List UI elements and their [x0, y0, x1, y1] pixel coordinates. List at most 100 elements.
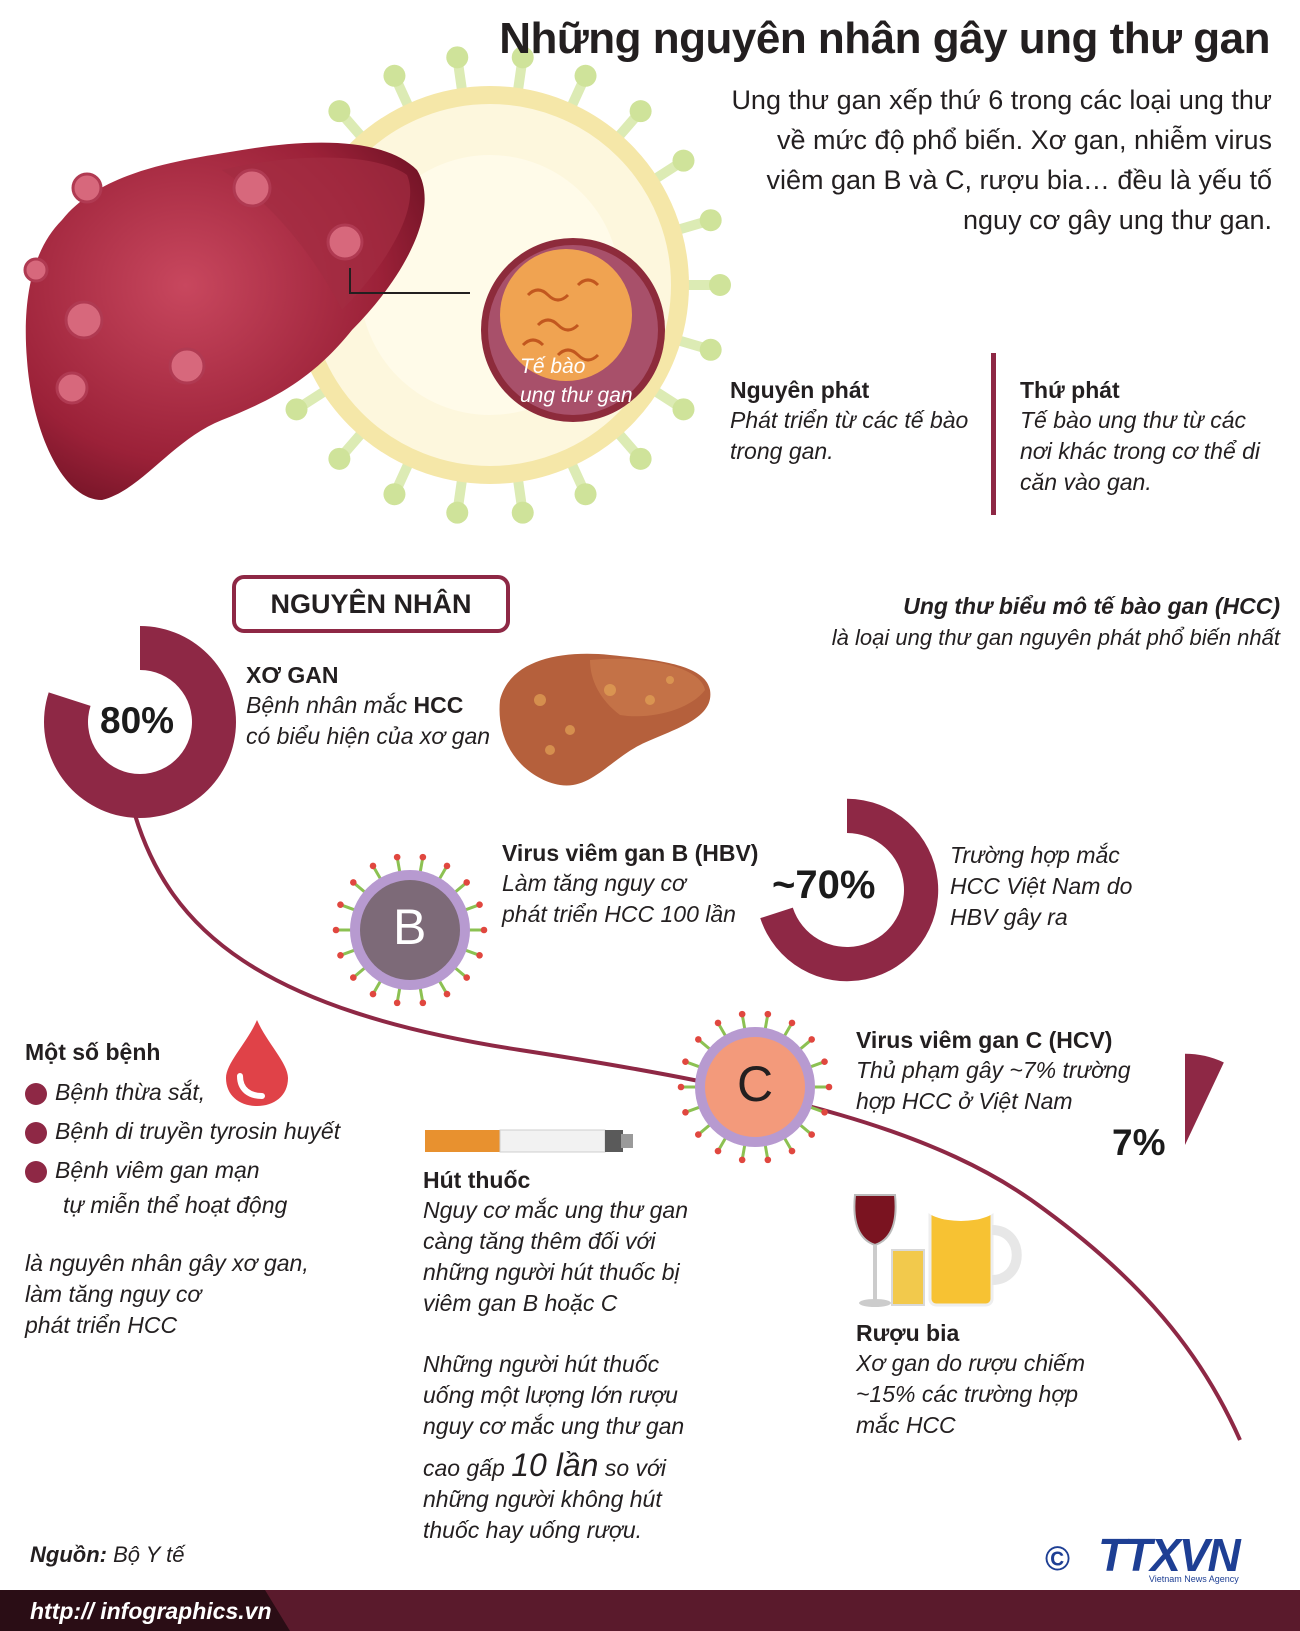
- secondary-desc: Tế bào ung thư từ các nơi khác trong cơ …: [1020, 405, 1280, 498]
- cirrhotic-liver-image: [499, 653, 711, 786]
- logo-text: TTXVN: [1098, 1529, 1241, 1581]
- virus-spike-tip: [699, 209, 722, 232]
- virus-spike-tip: [511, 46, 534, 69]
- drinks-image: [853, 1193, 1022, 1307]
- desc-line-big: cao gấp 10 lần so với: [423, 1449, 688, 1484]
- cancer-cell-image: [481, 238, 665, 422]
- desc-line: Nguy cơ mắc ung thư gan: [423, 1197, 689, 1223]
- disease-item-cont: tự miễn thể hoạt động: [63, 1192, 288, 1218]
- virus-spike-tip: [332, 926, 340, 934]
- desc-line: Làm tăng nguy cơ: [502, 870, 686, 896]
- footer-tab: [0, 1590, 290, 1631]
- virus-spike-tip: [574, 483, 597, 506]
- bullet-icon: [25, 1082, 47, 1105]
- virus-spike-tip: [821, 1109, 828, 1116]
- desc-line: ~15% các trường hợp: [856, 1381, 1079, 1407]
- hbv-title: Virus viêm gan B (HBV): [502, 840, 759, 866]
- virus-spike-tip: [337, 952, 344, 959]
- desc-line: thuốc hay uống rượu.: [423, 1517, 643, 1543]
- diseases-list: Bệnh thừa sắt, Bệnh di truyền tyrosin hu…: [25, 1073, 340, 1220]
- virus-spike-tip: [738, 1156, 746, 1164]
- donut-7: [1185, 1053, 1224, 1145]
- cirrhosis-percent: 80%: [100, 700, 175, 741]
- source: Nguồn: Bộ Y tế: [30, 1542, 184, 1568]
- virus-spike-tip: [714, 1019, 722, 1027]
- virus-spike-tip: [393, 999, 401, 1007]
- hcv-block: Virus viêm gan C (HCV) Thủ phạm gây ~7% …: [856, 1025, 1131, 1117]
- virus-spike-tip: [393, 853, 401, 861]
- alcohol-desc: Xơ gan do rượu chiếm ~15% các trường hợp…: [856, 1348, 1085, 1441]
- note-line: là nguyên nhân gây xơ gan,: [25, 1250, 309, 1276]
- desc-bold: HCC: [413, 692, 464, 718]
- alcohol-title: Rượu bia: [856, 1320, 960, 1346]
- disease-text: Bệnh di truyền tyrosin huyết: [55, 1118, 341, 1144]
- smoking-title: Hút thuốc: [423, 1167, 531, 1193]
- desc-line: có biểu hiện của xơ gan: [246, 723, 491, 749]
- virus-spike-tip: [446, 501, 469, 524]
- hcv-desc: Thủ phạm gây ~7% trường hợp HCC ở Việt N…: [856, 1055, 1131, 1117]
- hbv-desc: Làm tăng nguy cơ phát triển HCC 100 lần: [502, 868, 758, 930]
- desc-line: viêm gan B hoặc C: [423, 1290, 618, 1316]
- virus-spike-tip: [463, 879, 470, 886]
- virus-spike-tip: [574, 64, 597, 87]
- diseases-block: Một số bệnh Bệnh thừa sắt, Bệnh di truyề…: [25, 1037, 340, 1220]
- desc-line: Xơ gan do rượu chiếm: [856, 1350, 1086, 1376]
- virus-spike-tip: [419, 853, 427, 861]
- ttxvn-logo: TTXVN Vietnam News Agency: [1098, 1529, 1241, 1584]
- disease-text: Bệnh thừa sắt,: [55, 1079, 206, 1105]
- cirrhosis-title: XƠ GAN: [246, 662, 339, 688]
- desc-line: những người không hút: [423, 1486, 662, 1512]
- desc-line: phát triển HCC 100 lần: [502, 901, 736, 927]
- desc-line: Những người hút thuốc: [423, 1351, 660, 1377]
- desc-line: mắc HCC: [856, 1412, 956, 1438]
- virus-spike-tip: [443, 862, 451, 870]
- website-link[interactable]: http:// infographics.vn: [30, 1598, 272, 1624]
- cirrhosis-block: XƠ GAN Bệnh nhân mắc HCC có biểu hiện củ…: [246, 660, 490, 752]
- source-label: Nguồn:: [30, 1542, 107, 1567]
- virus-spike-tip: [672, 398, 695, 421]
- diseases-title: Một số bệnh: [25, 1039, 161, 1065]
- virus-spike-tip: [764, 1010, 772, 1018]
- virus-spike-tip: [764, 1156, 772, 1164]
- virus-spike-tip: [383, 64, 406, 87]
- virus-spike-tip: [695, 1036, 702, 1043]
- note-line: HBV gây ra: [950, 904, 1068, 930]
- smoking-block: Hút thuốc Nguy cơ mắc ung thư gan càng t…: [423, 1165, 688, 1546]
- hcv-title: Virus viêm gan C (HCV): [856, 1027, 1113, 1053]
- hbv-letter: B: [393, 899, 427, 955]
- virus-spike-tip: [808, 1131, 815, 1138]
- desc-line: uống một lượng lớn rượu: [423, 1382, 678, 1408]
- section-label: NGUYÊN NHÂN: [232, 575, 510, 633]
- note-line: làm tăng nguy cơ: [25, 1281, 202, 1307]
- primary-type: Nguyên phát Phát triển từ các tế bào tro…: [730, 375, 990, 467]
- virus-spike-tip: [285, 398, 308, 421]
- smoking-desc-2: Những người hút thuốc uống một lượng lớn…: [423, 1349, 688, 1546]
- desc-line: căn vào gan.: [1020, 469, 1152, 495]
- alcohol-block: Rượu bia Xơ gan do rượu chiếm ~15% các t…: [856, 1318, 1085, 1441]
- virus-spike-tip: [808, 1036, 815, 1043]
- disease-text: Bệnh viêm gan mạn: [55, 1157, 260, 1183]
- virus-spike-tip: [825, 1083, 833, 1091]
- diseases-note: là nguyên nhân gây xơ gan, làm tăng nguy…: [25, 1248, 309, 1341]
- virus-spike-tip: [443, 990, 451, 998]
- virus-spike-tip: [419, 999, 427, 1007]
- donut-70: [760, 798, 939, 982]
- virus-spike-tip: [821, 1058, 828, 1065]
- hcc-subtitle: là loại ung thư gan nguyên phát phổ biến…: [831, 625, 1280, 650]
- virus-spike-tip: [677, 1083, 685, 1091]
- virus-spike-tip: [350, 879, 357, 886]
- donut-80: [44, 626, 237, 818]
- liver-image: [23, 142, 425, 500]
- source-value: Bộ Y tế: [106, 1542, 185, 1567]
- virus-spike-tip: [328, 100, 351, 123]
- cigarette-image: [425, 1129, 633, 1153]
- primary-title: Nguyên phát: [730, 377, 870, 403]
- hbv-percent: ~70%: [772, 863, 876, 907]
- logo-subtext: Vietnam News Agency: [1148, 1574, 1239, 1584]
- virus-spike-tip: [446, 46, 469, 69]
- virus-spike-tip: [629, 447, 652, 470]
- virus-spike-tip: [476, 952, 483, 959]
- secondary-title: Thứ phát: [1020, 377, 1120, 403]
- desc-line: những người hút thuốc bị: [423, 1259, 680, 1285]
